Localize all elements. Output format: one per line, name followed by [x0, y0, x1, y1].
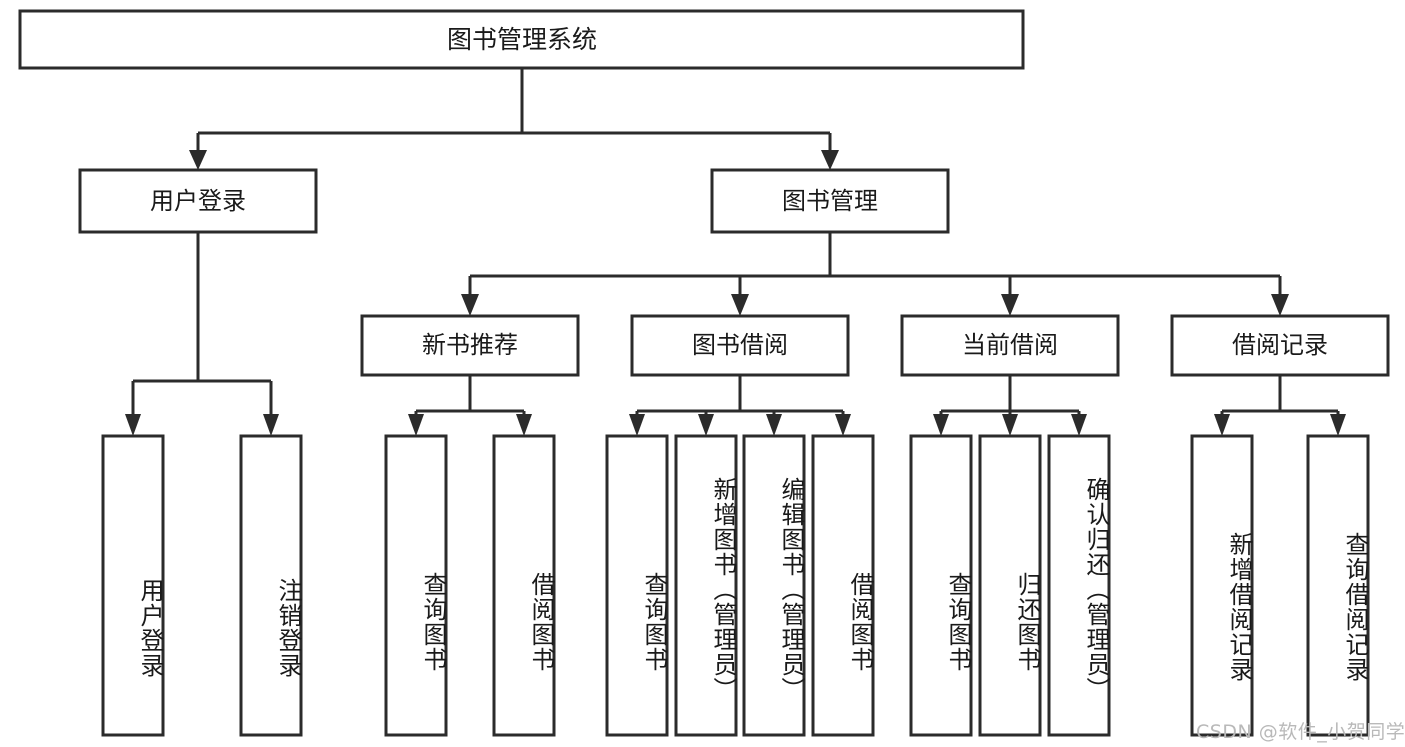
leaf-box-bb-3[interactable] — [742, 434, 806, 737]
arrow-head-current-borrow — [1001, 294, 1019, 316]
arrow-head-leaf-user-login-1 — [125, 414, 141, 436]
leaf-box-bb-2[interactable] — [674, 434, 738, 737]
node-current-borrow-label: 当前借阅 — [962, 331, 1058, 359]
arrow-head-leaf-bb-4 — [835, 414, 851, 436]
arrow-head-book-mgmt — [821, 150, 839, 170]
node-new-book-recommend[interactable]: 新书推荐 — [360, 314, 580, 377]
arrow-head-book-borrow — [731, 294, 749, 316]
connector-group-user-login — [125, 232, 279, 436]
arrow-head-leaf-bb-1 — [629, 414, 645, 436]
arrow-head-leaf-cb-2 — [1002, 414, 1018, 436]
arrow-head-leaf-nbr-1 — [408, 414, 424, 436]
node-user-login[interactable]: 用户登录 — [78, 168, 318, 234]
watermark-text: CSDN @软件_小贺同学 — [1196, 721, 1405, 743]
arrow-head-leaf-cb-3 — [1071, 414, 1087, 436]
node-book-borrow-box[interactable] — [630, 314, 850, 377]
leaf-box-user-login-1[interactable] — [101, 434, 165, 737]
leaf-box-bb-4[interactable] — [811, 434, 875, 737]
node-new-book-recommend-label: 新书推荐 — [422, 331, 518, 359]
arrow-head-leaf-nbr-2 — [516, 414, 532, 436]
node-book-borrow-label: 图书借阅 — [692, 331, 788, 359]
leaf-box-bb-1[interactable] — [605, 434, 669, 737]
node-borrow-record-box[interactable] — [1170, 314, 1390, 377]
arrow-head-leaf-br-2 — [1330, 414, 1346, 436]
connector-group-borrow-record — [1214, 375, 1346, 436]
node-user-login-box[interactable] — [78, 168, 318, 234]
connector-group-book-mgmt — [461, 232, 1289, 316]
arrow-head-leaf-bb-2 — [698, 414, 714, 436]
connector-group-new-book-recommend — [408, 375, 532, 436]
leaf-box-cb-1[interactable] — [909, 434, 973, 737]
leaf-box-cb-2[interactable] — [978, 434, 1042, 737]
node-root-box[interactable] — [18, 9, 1025, 70]
node-user-login-label: 用户登录 — [150, 187, 246, 215]
leaf-box-nbr-2[interactable] — [492, 434, 556, 737]
connector-group-current-borrow — [933, 375, 1087, 436]
node-book-management-box[interactable] — [710, 168, 950, 234]
node-book-management[interactable]: 图书管理 — [710, 168, 950, 234]
arrow-head-new-book-recommend — [461, 294, 479, 316]
leaf-box-user-login-2[interactable] — [239, 434, 303, 737]
node-new-book-recommend-box[interactable] — [360, 314, 580, 377]
leaf-box-nbr-1[interactable] — [384, 434, 448, 737]
arrow-head-user-login — [189, 150, 207, 170]
node-root-label: 图书管理系统 — [447, 25, 597, 54]
connector-group-book-borrow — [629, 375, 851, 436]
connector-group-root — [189, 68, 839, 170]
node-borrow-record[interactable]: 借阅记录 — [1170, 314, 1390, 377]
arrow-head-leaf-bb-3 — [766, 414, 782, 436]
node-root[interactable]: 图书管理系统 — [18, 9, 1025, 70]
node-book-borrow[interactable]: 图书借阅 — [630, 314, 850, 377]
arrow-head-leaf-user-login-2 — [263, 414, 279, 436]
leaf-box-br-1[interactable] — [1190, 434, 1254, 737]
node-current-borrow-box[interactable] — [900, 314, 1120, 377]
node-current-borrow[interactable]: 当前借阅 — [900, 314, 1120, 377]
node-book-management-label: 图书管理 — [782, 187, 878, 215]
node-borrow-record-label: 借阅记录 — [1232, 331, 1328, 359]
arrow-head-borrow-record — [1271, 294, 1289, 316]
leaf-box-br-2[interactable] — [1306, 434, 1370, 737]
arrow-head-leaf-cb-1 — [933, 414, 949, 436]
arrow-head-leaf-br-1 — [1214, 414, 1230, 436]
leaf-box-cb-3[interactable] — [1047, 434, 1111, 737]
